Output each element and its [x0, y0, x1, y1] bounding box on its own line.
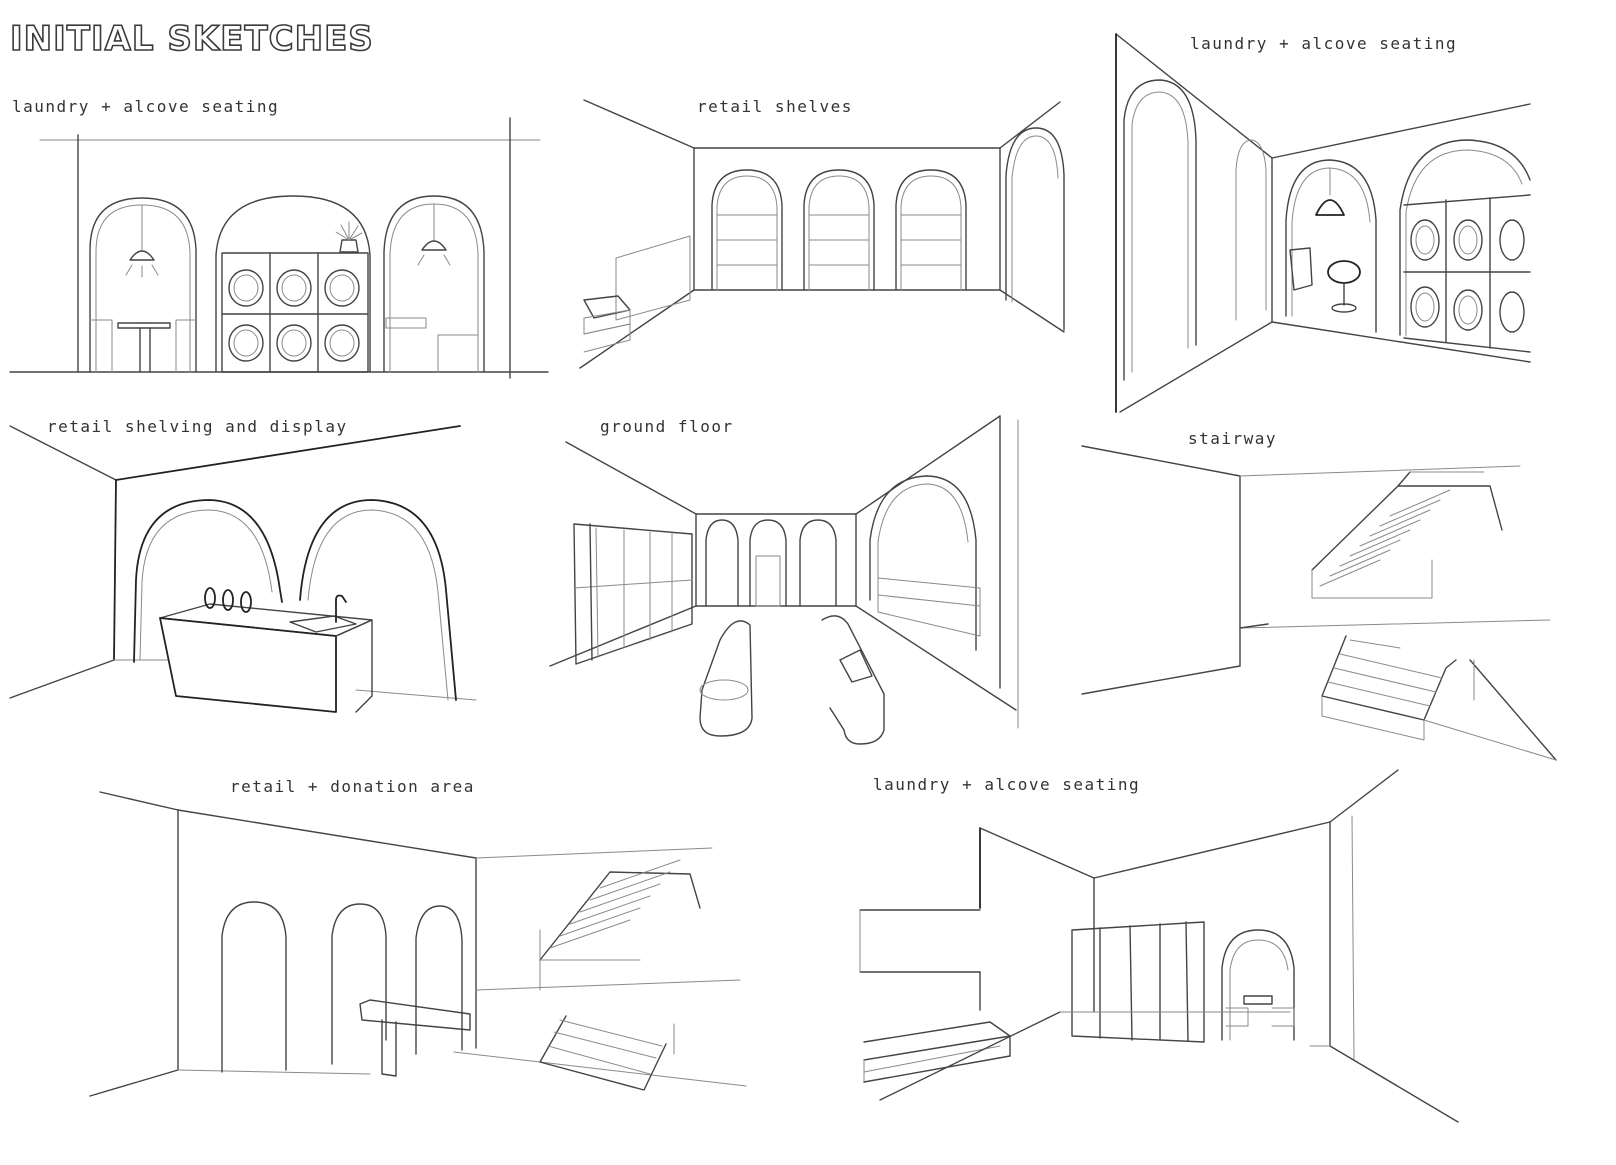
caption-stairway: stairway — [1188, 429, 1278, 448]
sketch-laundry-alcove-interior — [859, 769, 1459, 1123]
sketch-stairway — [1081, 445, 1557, 761]
caption-retail-shelves: retail shelves — [697, 97, 853, 116]
caption-laundry-alcove-1: laundry + alcove seating — [12, 97, 280, 116]
caption-retail-donation: retail + donation area — [230, 777, 475, 796]
caption-ground-floor: ground floor — [600, 417, 734, 436]
caption-laundry-alcove-3: laundry + alcove seating — [873, 775, 1141, 794]
sketch-laundry-alcove-perspective — [1115, 33, 1531, 413]
sketch-retail-shelving-display — [9, 425, 477, 713]
sketch-retail-donation — [89, 791, 747, 1097]
sketch-laundry-alcove-elevation — [9, 117, 549, 379]
caption-laundry-alcove-2: laundry + alcove seating — [1190, 34, 1458, 53]
sketch-retail-shelves — [579, 99, 1065, 369]
page-title: INITIAL SKETCHES — [9, 19, 374, 59]
sketch-ground-floor — [549, 415, 1019, 745]
caption-retail-shelving-display: retail shelving and display — [47, 417, 348, 436]
